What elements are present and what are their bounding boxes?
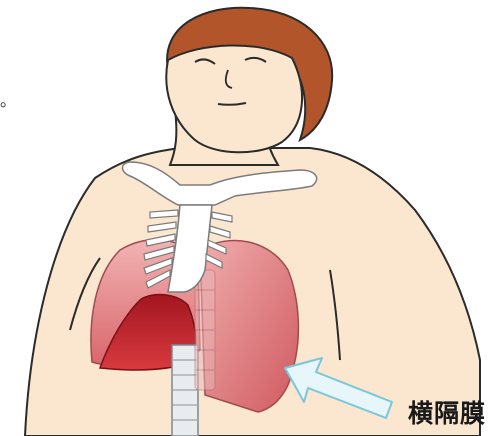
trachea xyxy=(172,345,198,436)
diaphragm-label: 横隔膜 xyxy=(408,394,486,430)
spine xyxy=(195,270,215,390)
corner-mark: 。 xyxy=(0,91,16,110)
